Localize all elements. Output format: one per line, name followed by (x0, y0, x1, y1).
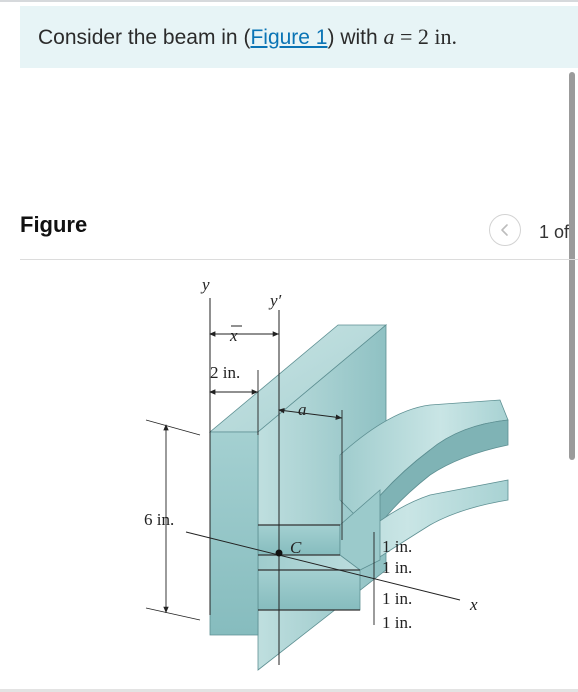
flange-front-lower (257, 569, 361, 611)
flange-side (339, 489, 381, 571)
label-C: C (290, 538, 302, 557)
top-border (0, 0, 578, 2)
centroid-point (275, 549, 283, 557)
label-1in-4: 1 in. (382, 613, 412, 632)
label-a: a (298, 400, 307, 419)
web-front-face (209, 431, 259, 636)
page-indicator: 1 of (539, 222, 570, 242)
beam-diagram: y y′ x 2 in. a 6 in. C 1 in. 1 in. 1 in.… (144, 275, 509, 671)
label-y-prime: y′ (268, 291, 282, 310)
upper-flange-underside (359, 419, 509, 533)
problem-math: a = 2 in. (384, 24, 458, 49)
problem-suffix: ) with (327, 26, 384, 49)
problem-text: Consider the beam in (Figure 1) with a =… (38, 24, 457, 50)
scrollbar[interactable] (566, 72, 578, 460)
label-x: x (469, 595, 478, 614)
figure-1-link[interactable]: Figure 1 (250, 26, 328, 49)
label-y: y (200, 275, 210, 294)
label-1in-1: 1 in. (382, 537, 412, 556)
beam-figure: y y′ x 2 in. a 6 in. C 1 in. 1 in. 1 in.… (130, 270, 510, 675)
problem-prefix: Consider the beam in ( (38, 26, 251, 49)
label-x-bar: x (229, 326, 238, 345)
figure-heading: Figure (20, 212, 88, 237)
problem-statement-box: Consider the beam in (Figure 1) with a =… (20, 6, 578, 68)
chevron-left-icon (501, 224, 508, 236)
label-6in: 6 in. (144, 510, 174, 529)
label-1in-2: 1 in. (382, 558, 412, 577)
label-2in: 2 in. (210, 363, 240, 382)
label-1in-3: 1 in. (382, 589, 412, 608)
problem-value: = 2 in. (394, 24, 458, 49)
variable-a: a (383, 24, 395, 49)
bottom-border (0, 689, 578, 692)
previous-figure-button[interactable] (489, 214, 521, 246)
lower-flange-surface (257, 479, 509, 571)
scrollbar-thumb[interactable] (569, 72, 575, 460)
divider (20, 259, 578, 260)
